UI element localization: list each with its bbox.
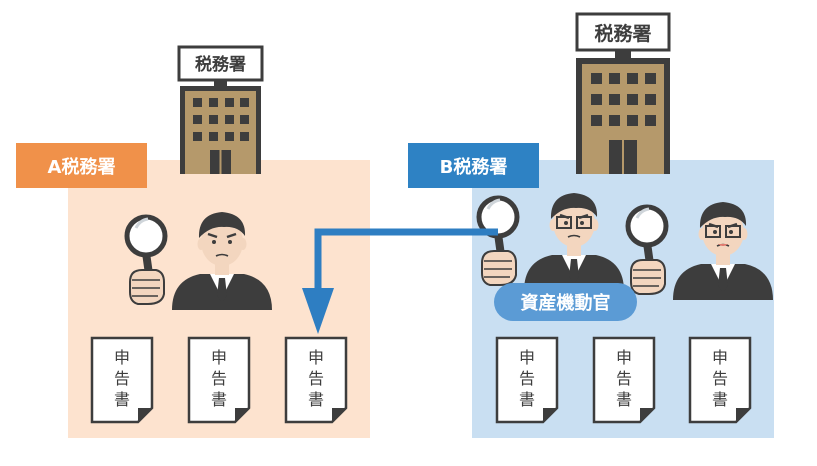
- officer-b2-icon: [628, 202, 773, 300]
- office-a-sign: 税務署: [195, 54, 246, 75]
- svg-text:申: 申: [308, 348, 324, 367]
- svg-text:書: 書: [616, 390, 632, 409]
- office-b-label: B税務署: [440, 156, 508, 178]
- office-b-document-3: 申 告 書: [688, 336, 752, 424]
- office-a-document-1: 申 告 書: [90, 336, 154, 424]
- svg-text:告: 告: [519, 369, 535, 388]
- office-a-label-box: [16, 143, 147, 188]
- flow-arrow: [302, 228, 498, 334]
- svg-text:申: 申: [712, 348, 728, 367]
- office-a-label: A税務署: [48, 156, 116, 178]
- office-b-document-2: 申 告 書: [592, 336, 656, 424]
- svg-text:書: 書: [519, 390, 535, 409]
- svg-text:告: 告: [114, 369, 130, 388]
- office-a-building-icon: 税務署: [177, 45, 264, 174]
- svg-text:申: 申: [211, 348, 227, 367]
- asset-officer-badge-bg: [494, 283, 637, 321]
- office-a-document-2: 申 告 書: [187, 336, 251, 424]
- svg-text:告: 告: [211, 369, 227, 388]
- office-b-building-icon: 税務署: [575, 12, 671, 174]
- asset-officer-badge: 資産機動官: [521, 292, 611, 314]
- officer-b1-icon: [479, 193, 624, 291]
- office-b-sign: 税務署: [594, 22, 651, 45]
- svg-text:書: 書: [712, 390, 728, 409]
- svg-text:書: 書: [114, 390, 130, 409]
- office-b-label-box: [408, 143, 539, 188]
- svg-text:申: 申: [114, 348, 130, 367]
- svg-text:告: 告: [308, 369, 324, 388]
- svg-text:書: 書: [211, 390, 227, 409]
- office-b-document-1: 申 告 書: [495, 336, 559, 424]
- svg-text:書: 書: [308, 390, 324, 409]
- svg-text:告: 告: [712, 369, 728, 388]
- svg-text:申: 申: [616, 348, 632, 367]
- office-a-document-3: 申 告 書: [284, 336, 348, 424]
- svg-text:告: 告: [616, 369, 632, 388]
- svg-text:申: 申: [519, 348, 535, 367]
